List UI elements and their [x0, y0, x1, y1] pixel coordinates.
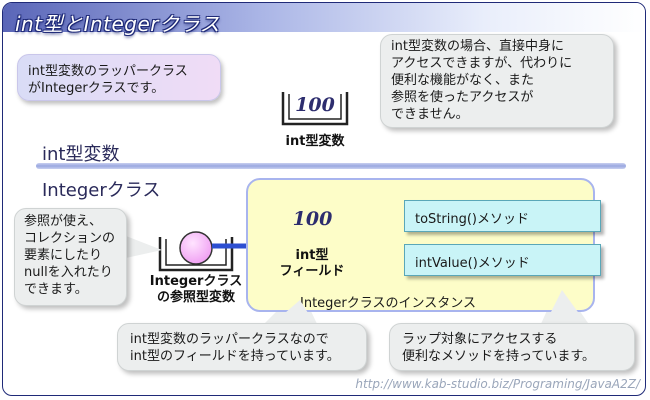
footer-url: http://www.kab-studio.biz/Programing/Jav… [355, 377, 640, 391]
diagram-title: int型とIntegerクラス [15, 12, 221, 36]
section-primitive-label: int型変数 [42, 144, 120, 165]
int-variable-value-wrap: 100 [283, 92, 347, 122]
section-divider [36, 163, 626, 169]
intro-bubble: int型変数のラッパークラス がIntegerクラスです。 [17, 54, 221, 101]
method-note: ラップ対象にアクセスする 便利なメソッドを持っています。 [389, 323, 635, 371]
int-variable-box [281, 92, 349, 126]
method-intvalue: intValue()メソッド [404, 244, 601, 276]
int-variable-label: int型変数 [285, 134, 345, 149]
left-note-pointer [126, 236, 162, 258]
int-variable-note: int型変数の場合、直接中身に アクセスできますが、代わりに 便利な機能がなく、… [380, 34, 614, 128]
section-wrapper-label: Integerクラス [42, 180, 161, 201]
field-value-wrap: 100 [278, 206, 347, 236]
reference-variable-box [158, 237, 234, 272]
field-value: 100 [292, 208, 333, 230]
field-note: int型変数のラッパークラスなので int型のフィールドを持っています。 [117, 323, 367, 371]
method-tostring: toString()メソッド [404, 200, 601, 232]
field-label: int型 フィールド [279, 248, 345, 279]
title-bar: int型とIntegerクラス [3, 3, 645, 36]
int-variable-value: 100 [295, 94, 335, 116]
instance-label: Integerクラスのインスタンス [300, 296, 476, 311]
reference-note: 参照が使え、 コレクションの 要素にしたり nullを入れたり できます。 [14, 208, 127, 306]
reference-variable-label: Integerクラス の参照型変数 [149, 274, 243, 305]
